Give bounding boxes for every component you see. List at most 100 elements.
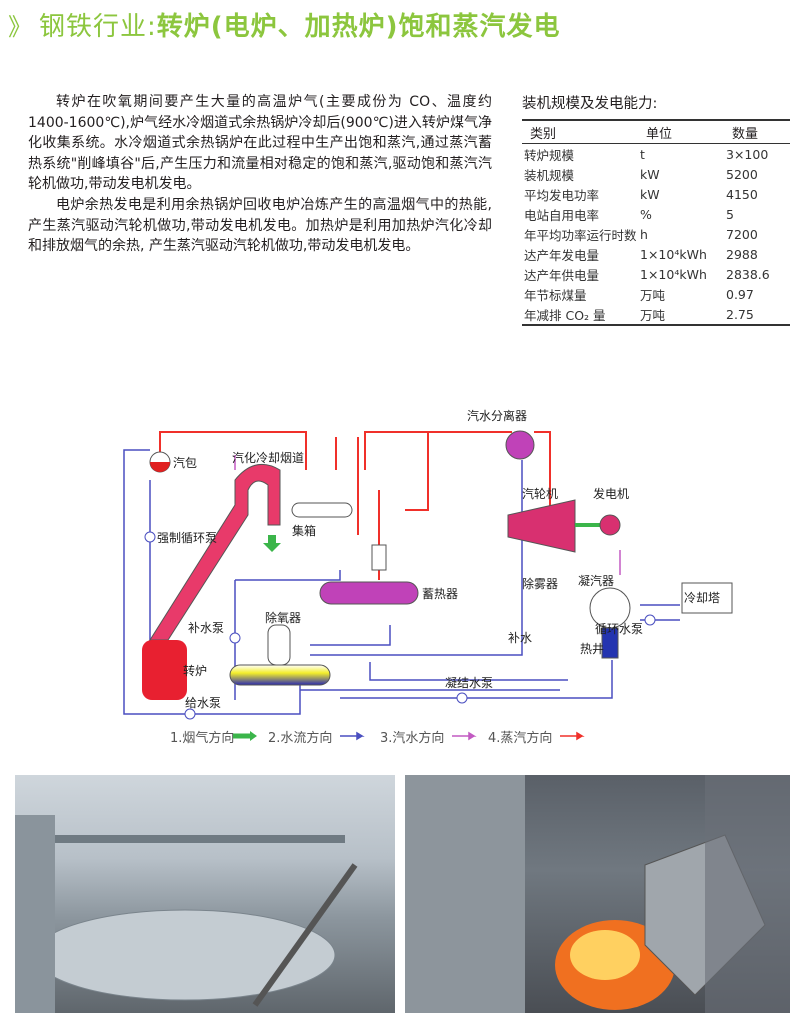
row-category: 年减排 CO₂ 量: [524, 308, 606, 323]
row-unit: 1×10⁴kWh: [640, 247, 707, 262]
table-row: 平均发电功率 kW 4150: [522, 184, 790, 204]
row-unit: kW: [640, 187, 660, 202]
column-header: 数量: [724, 120, 790, 144]
label-feed-pump: 给水泵: [185, 696, 221, 710]
legend: 1.烟气方向 2.水流方向 3.汽水方向 4.蒸汽方向: [170, 730, 585, 746]
table-row: 年减排 CO₂ 量 万吨 2.75: [522, 304, 790, 325]
cw-pump-icon: [644, 614, 656, 626]
header-box: [291, 502, 353, 518]
circulation-pump-icon: [144, 531, 156, 543]
label-deaerator: 除氧器: [265, 610, 301, 625]
legend-flue: 1.烟气方向: [170, 730, 234, 746]
row-value: 2838.6: [726, 267, 770, 282]
legend-water: 2.水流方向: [268, 730, 332, 746]
row-category: 达产年供电量: [524, 268, 600, 283]
column-header: 单位: [638, 120, 724, 144]
row-category: 转炉规模: [524, 148, 575, 163]
accumulator: [319, 581, 419, 605]
condensate-pump-icon: [456, 692, 468, 704]
table-row: 年节标煤量 万吨 0.97: [522, 284, 790, 304]
shaft: [575, 523, 603, 527]
feed-pump-icon: [184, 708, 196, 720]
title-lead: 钢铁行业:: [39, 12, 157, 42]
label-cooling-tower: 冷却塔: [684, 591, 720, 605]
row-value: 5: [726, 207, 734, 222]
converter: [142, 640, 187, 700]
legend-water-arrow-icon: [340, 731, 365, 741]
generator: [599, 514, 621, 536]
label-flue: 汽化冷却烟道: [232, 450, 304, 465]
label-circ-pump: 强制循环泵: [157, 531, 217, 545]
body-text: 转炉在吹氧期间要产生大量的高温炉气(主要成份为 CO、温度约 1400-1600…: [28, 92, 492, 257]
table-row: 转炉规模 t 3×100: [522, 144, 790, 165]
label-converter: 转炉: [183, 663, 207, 678]
table-row: 达产年发电量 1×10⁴kWh 2988: [522, 244, 790, 264]
process-diagram: 汽包 汽化冷却烟道 集箱 汽水分离器 汽轮机 发电机 强制循环泵 蓄热器 除雾器…: [123, 408, 733, 746]
row-value: 2.75: [726, 307, 754, 322]
makeup-pump-icon: [229, 632, 241, 644]
label-turbine: 汽轮机: [522, 486, 558, 501]
label-makeup: 补水: [508, 631, 532, 645]
deaerator: [267, 624, 291, 666]
label-accumulator: 蓄热器: [422, 587, 458, 601]
row-category: 年平均功率运行时数: [524, 228, 637, 243]
row-value: 2988: [726, 247, 758, 262]
label-hotwell: 热井: [580, 642, 604, 656]
table-row: 电站自用电率% 5: [522, 204, 790, 224]
row-unit: 万吨: [640, 288, 666, 303]
row-value: 5200: [726, 167, 758, 182]
flue-duct: [149, 463, 281, 641]
page-title: 》钢铁行业:转炉(电炉、加热炉)饱和蒸汽发电: [8, 6, 561, 43]
boiler-illustration: [15, 815, 358, 1013]
row-category: 达产年发电量: [524, 248, 600, 263]
legend-steam-water-arrow-icon: [452, 731, 477, 741]
table-row: 达产年供电量 1×10⁴kWh 2838.6: [522, 264, 790, 284]
legend-steam: 4.蒸汽方向: [488, 730, 552, 746]
table-row: 装机规模 kW 5200: [522, 164, 790, 184]
row-unit: 1×10⁴kWh: [640, 267, 707, 282]
label-makeup-pump: 补水泵: [188, 621, 224, 635]
photo-waste-heat-boiler: [15, 775, 395, 1013]
label-header: 集箱: [292, 523, 316, 538]
label-generator: 发电机: [593, 486, 629, 501]
spec-table-section: 装机规模及发电能力: 类别 单位 数量 转炉规模 t 3×100 装机规模 kW 5200…: [522, 92, 790, 326]
label-separator: 汽水分离器: [467, 408, 527, 423]
row-value: 4150: [726, 187, 758, 202]
row-unit: 万吨: [640, 308, 666, 323]
title-main: 转炉(电炉、加热炉)饱和蒸汽发电: [156, 12, 561, 42]
row-unit: t: [640, 147, 645, 162]
cooling-tower: [681, 582, 733, 614]
paragraph: 电炉余热发电是利用余热锅炉回收电炉冶炼产生的高温烟气中的热能,产生蒸汽驱动汽轮机…: [28, 196, 492, 255]
separator: [505, 430, 535, 460]
legend-steam-arrow-icon: [560, 731, 585, 741]
spec-table: 类别 单位 数量 转炉规模 t 3×100 装机规模 kW 5200 平均发电功率 kW 415…: [522, 119, 790, 326]
flue-arrow-icon: [263, 535, 281, 552]
row-value: 3×100: [726, 147, 769, 162]
converter-illustration: [405, 775, 790, 1013]
legend-steam-water: 3.汽水方向: [380, 730, 444, 746]
row-value: 0.97: [726, 287, 754, 302]
photo-converter-furnace: [405, 775, 790, 1013]
label-demister: 除雾器: [522, 576, 558, 591]
label-drum: 汽包: [173, 455, 197, 470]
row-category: 电站自用电率: [524, 208, 600, 223]
flash-tank: [371, 544, 387, 571]
row-category: 装机规模: [524, 168, 575, 183]
row-value: 7200: [726, 227, 758, 242]
row-unit: kW: [640, 167, 660, 182]
steam-lines: [159, 431, 551, 580]
deaerator-tank: [229, 664, 331, 686]
label-condenser: 凝汽器: [578, 573, 614, 588]
column-header: 类别: [522, 120, 638, 144]
turbine: [507, 499, 576, 553]
row-category: 平均发电功率: [524, 188, 600, 203]
paragraph: 转炉在吹氧期间要产生大量的高温炉气(主要成份为 CO、温度约 1400-1600…: [28, 94, 492, 193]
chevron-icon: 》: [8, 13, 33, 41]
row-category: 年节标煤量: [524, 288, 587, 303]
label-cw-pump: 循环水泵: [595, 622, 643, 636]
row-unit: %: [640, 207, 652, 222]
hotwell: [601, 627, 619, 659]
row-unit: h: [640, 227, 648, 242]
spec-title: 装机规模及发电能力:: [522, 96, 658, 112]
